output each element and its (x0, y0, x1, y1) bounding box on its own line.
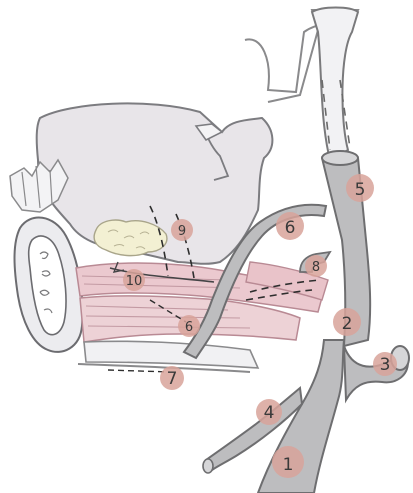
label-7: 7 (160, 366, 184, 390)
svg-text:7: 7 (167, 369, 178, 389)
label-8: 8 (305, 255, 327, 277)
leader-line-7 (108, 370, 170, 372)
svg-text:9: 9 (178, 224, 186, 239)
external-carotid-cut (322, 151, 358, 165)
label-3: 3 (373, 352, 397, 376)
svg-text:2: 2 (342, 314, 353, 334)
label-10: 10 (123, 269, 145, 291)
svg-text:6: 6 (285, 218, 296, 238)
label-2: 2 (333, 308, 361, 336)
svg-text:4: 4 (264, 403, 275, 423)
svg-text:1: 1 (283, 455, 294, 475)
label-4: 4 (256, 399, 282, 425)
gland (94, 220, 167, 256)
label-1: 1 (272, 446, 304, 478)
pharynx-tube (312, 8, 358, 161)
svg-text:3: 3 (380, 355, 391, 375)
label-9: 9 (171, 219, 193, 241)
svg-text:10: 10 (126, 274, 143, 289)
svg-text:6: 6 (185, 320, 193, 335)
superior-thyroid-cut (203, 459, 213, 473)
label-6-upper: 6 (276, 212, 304, 240)
svg-text:5: 5 (355, 180, 366, 200)
label-6-lower: 6 (178, 315, 200, 337)
svg-text:8: 8 (312, 260, 320, 275)
label-5: 5 (346, 174, 374, 202)
platysma-layer (84, 341, 258, 368)
